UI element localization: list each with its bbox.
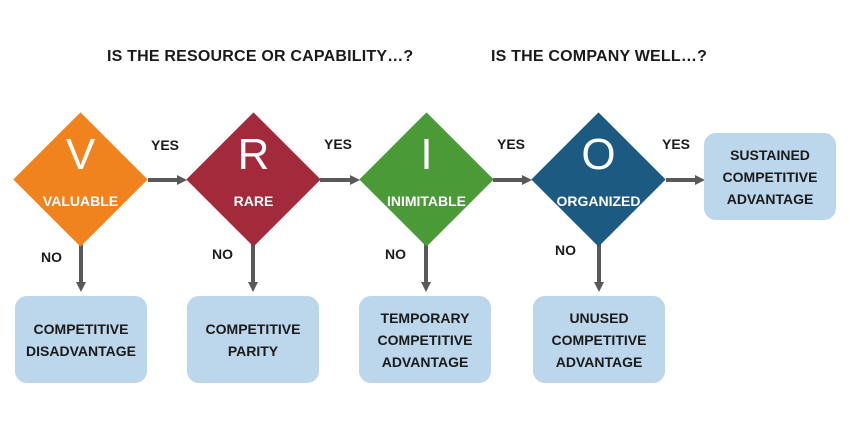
outcome-sustained-competitive-advantage: SUSTAINED COMPETITIVE ADVANTAGE xyxy=(704,133,836,220)
diamond-inimitable: I INIMITABLE xyxy=(359,112,494,247)
diamond-rare: R RARE xyxy=(186,112,321,247)
diamond-letter: I xyxy=(420,130,433,179)
diamond-word: INIMITABLE xyxy=(386,193,467,209)
outcome-unused-competitive-advantage: UNUSED COMPETITIVE ADVANTAGE xyxy=(533,296,665,383)
yes-label: YES xyxy=(151,137,180,153)
diamond-word: ORGANIZED xyxy=(556,193,641,209)
no-label: NO xyxy=(555,242,576,258)
yes-label: YES xyxy=(324,136,353,152)
yes-label: YES xyxy=(662,136,691,152)
diamond-word: RARE xyxy=(233,193,274,209)
header-resource-question: IS THE RESOURCE OR CAPABILITY…? xyxy=(107,48,414,65)
diamond-letter: R xyxy=(237,130,270,179)
diamond-valuable: V VALUABLE xyxy=(13,112,148,247)
diamond-word: VALUABLE xyxy=(42,193,119,209)
outcome-competitive-disadvantage: COMPETITIVE DISADVANTAGE xyxy=(15,296,147,383)
outcome-competitive-parity: COMPETITIVE PARITY xyxy=(187,296,319,383)
diamond-letter: O xyxy=(581,130,616,179)
no-label: NO xyxy=(212,246,233,262)
header-company-question: IS THE COMPANY WELL…? xyxy=(491,48,708,65)
diamond-letter: V xyxy=(65,130,96,179)
outcome-temporary-competitive-advantage: TEMPORARY COMPETITIVE ADVANTAGE xyxy=(359,296,491,383)
no-label: NO xyxy=(41,249,62,265)
no-label: NO xyxy=(385,246,406,262)
yes-label: YES xyxy=(497,136,526,152)
diamond-organized: O ORGANIZED xyxy=(531,112,666,247)
